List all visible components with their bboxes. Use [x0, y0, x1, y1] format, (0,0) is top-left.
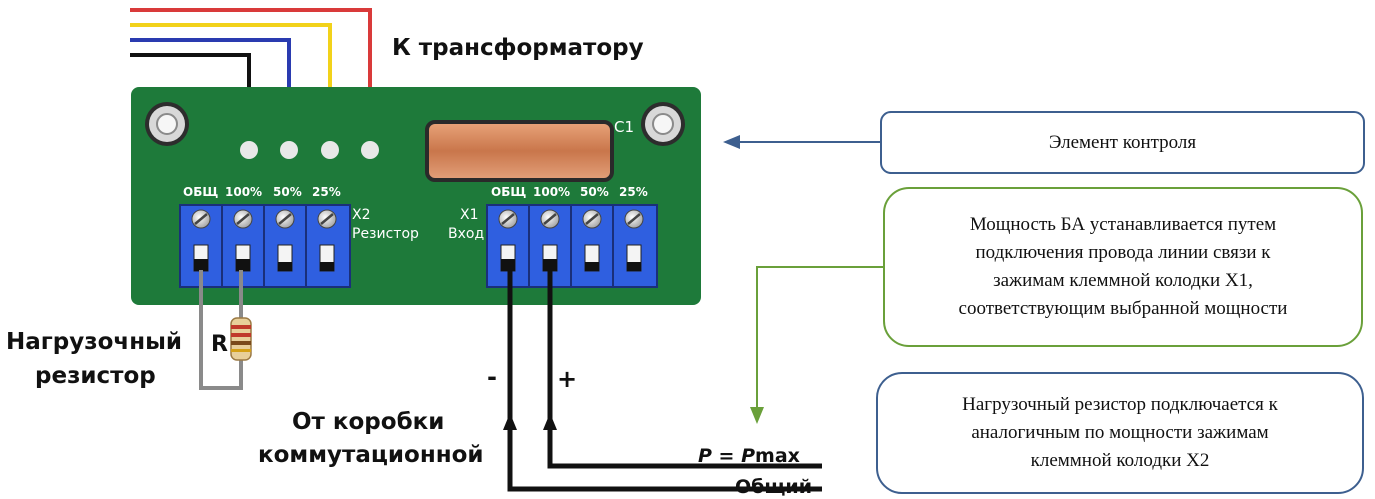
- control-arrow: [723, 135, 880, 149]
- x2-label-50: 50%: [273, 185, 302, 199]
- callout-power-line: соответствующим выбранной мощности: [958, 298, 1288, 319]
- mounting-hole-right: [641, 102, 685, 146]
- x2-label: X2: [352, 207, 371, 223]
- wire-slot-clamp: [585, 262, 599, 271]
- screw-slot: [543, 213, 557, 225]
- callout-power-setting: Мощность БА устанавливается путем подклю…: [883, 187, 1363, 347]
- x2-terminal-labels: ОБЩ 100% 50% 25%: [183, 185, 341, 199]
- wire-minus: [507, 270, 822, 492]
- screw-slot: [236, 213, 250, 225]
- resistor-symbol: R: [211, 332, 228, 357]
- from-box-label-2: коммутационной: [258, 442, 484, 468]
- wire-slot-clamp: [543, 259, 557, 271]
- callout-power-line: Мощность БА устанавливается путем: [969, 214, 1277, 235]
- screw-slot: [501, 213, 515, 225]
- x2-label-common: ОБЩ: [183, 185, 218, 199]
- screw-slot: [585, 213, 599, 225]
- callout-resistor-line: аналогичным по мощности зажимам: [971, 422, 1269, 443]
- x2-label-25: 25%: [312, 185, 341, 199]
- resistor-wires: [199, 270, 243, 390]
- screw-slot: [627, 213, 641, 225]
- x2-label-100: 100%: [225, 185, 262, 199]
- x1-label-common: ОБЩ: [491, 185, 526, 199]
- resistor: [230, 317, 252, 361]
- load-resistor-label-1: Нагрузочный: [6, 329, 182, 355]
- load-resistor-label-2: резистор: [35, 363, 156, 389]
- callout-power-line: подключения провода линии связи к: [975, 242, 1271, 263]
- power-arrow: [750, 266, 883, 424]
- wire-slot-clamp: [278, 262, 292, 271]
- wire-plus: [547, 270, 822, 469]
- terminal-screws: [191, 209, 644, 272]
- callout-power-line: зажимам клеммной колодки X1,: [993, 270, 1253, 291]
- wire-slot-clamp: [501, 259, 515, 271]
- capacitor-c1: [425, 120, 614, 182]
- wire-slot-clamp: [236, 259, 250, 271]
- wire-slot-clamp: [627, 262, 641, 271]
- x1-name: Вход: [448, 226, 484, 242]
- p-formula: P = Pmax: [698, 445, 800, 467]
- plus-label: +: [557, 365, 577, 393]
- callout-resistor-line: Нагрузочный резистор подключается к: [962, 394, 1278, 415]
- minus-label: -: [487, 363, 497, 391]
- callout-load-resistor: Нагрузочный резистор подключается к анал…: [876, 372, 1364, 494]
- wire-slot-clamp: [320, 262, 334, 271]
- common-label: Общий: [735, 476, 812, 498]
- input-arrows: [503, 413, 557, 430]
- capacitor-label: С1: [614, 118, 634, 136]
- callout-control-element: Элемент контроля: [880, 111, 1365, 174]
- input-wires: [507, 270, 822, 492]
- x1-label-50: 50%: [580, 185, 609, 199]
- to-transformer-title: К трансформатору: [392, 35, 644, 61]
- screw-slot: [194, 213, 208, 225]
- solder-pads: [240, 141, 379, 159]
- callout-control-text: Элемент контроля: [1048, 131, 1197, 153]
- x1-label: X1: [460, 207, 479, 223]
- mounting-hole-left: [145, 102, 189, 146]
- x1-terminal-labels: ОБЩ 100% 50% 25%: [491, 185, 648, 199]
- screw-slot: [320, 213, 334, 225]
- callout-resistor-line: клеммной колодки X2: [1030, 450, 1210, 471]
- from-box-label-1: От коробки: [292, 409, 444, 435]
- x1-label-100: 100%: [533, 185, 570, 199]
- screw-slot: [278, 213, 292, 225]
- x2-name: Резистор: [352, 226, 419, 242]
- x1-label-25: 25%: [619, 185, 648, 199]
- wire-slot-clamp: [194, 259, 208, 271]
